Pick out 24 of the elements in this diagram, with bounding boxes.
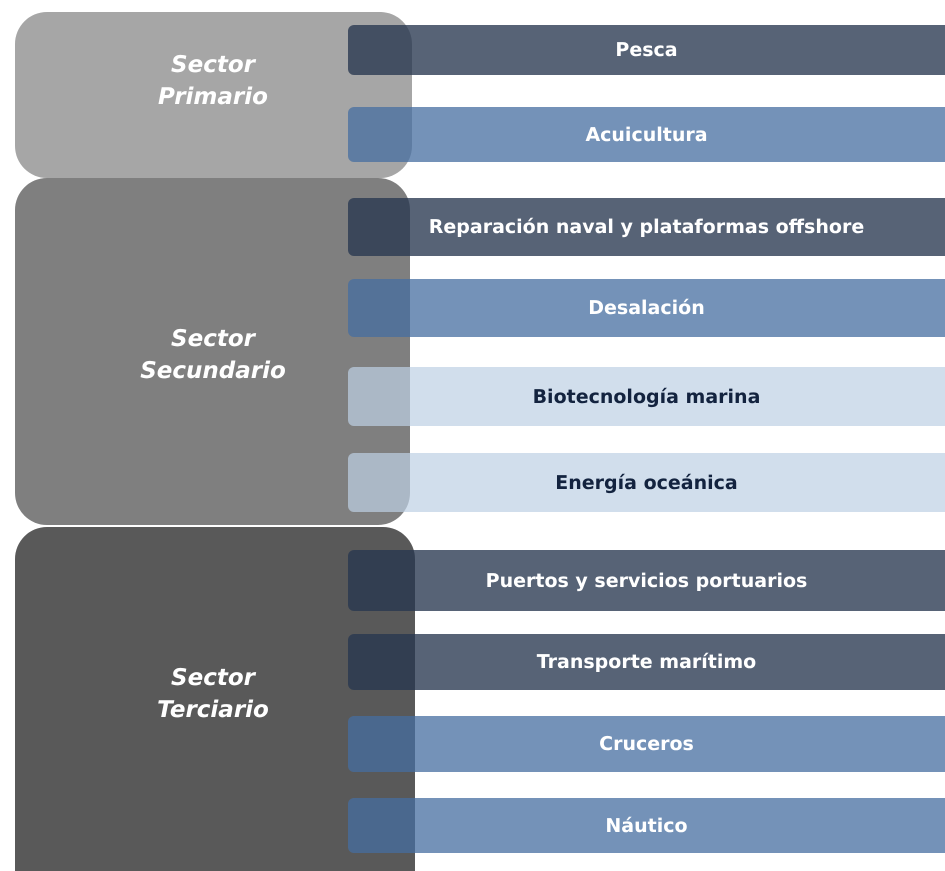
category-bar xyxy=(348,25,945,75)
category-bar xyxy=(348,550,945,611)
category-label: Biotecnología marina xyxy=(532,386,760,408)
category-label: Puertos y servicios portuarios xyxy=(486,570,808,592)
category-bar xyxy=(348,453,945,512)
category-bar xyxy=(348,716,945,772)
category-label: Náutico xyxy=(605,814,688,836)
category-label: Energía oceánica xyxy=(555,472,738,494)
sector-panel xyxy=(15,12,412,178)
category-label: Desalación xyxy=(588,297,705,319)
category-label: Acuicultura xyxy=(585,124,708,146)
category-label: Cruceros xyxy=(599,733,694,755)
category-bar xyxy=(348,107,945,162)
category-bar xyxy=(348,279,945,337)
category-bar xyxy=(348,798,945,853)
category-label: Transporte marítimo xyxy=(536,651,756,673)
category-label: Pesca xyxy=(615,39,678,61)
sector-title: Sector Secundario xyxy=(139,324,287,386)
category-bar xyxy=(348,367,945,426)
category-bar xyxy=(348,198,945,256)
category-bar xyxy=(348,634,945,690)
sector-title: Sector Terciario xyxy=(156,664,270,725)
category-label: Reparación naval y plataformas offshore xyxy=(428,216,864,238)
sector-title: Sector Primario xyxy=(157,51,269,112)
